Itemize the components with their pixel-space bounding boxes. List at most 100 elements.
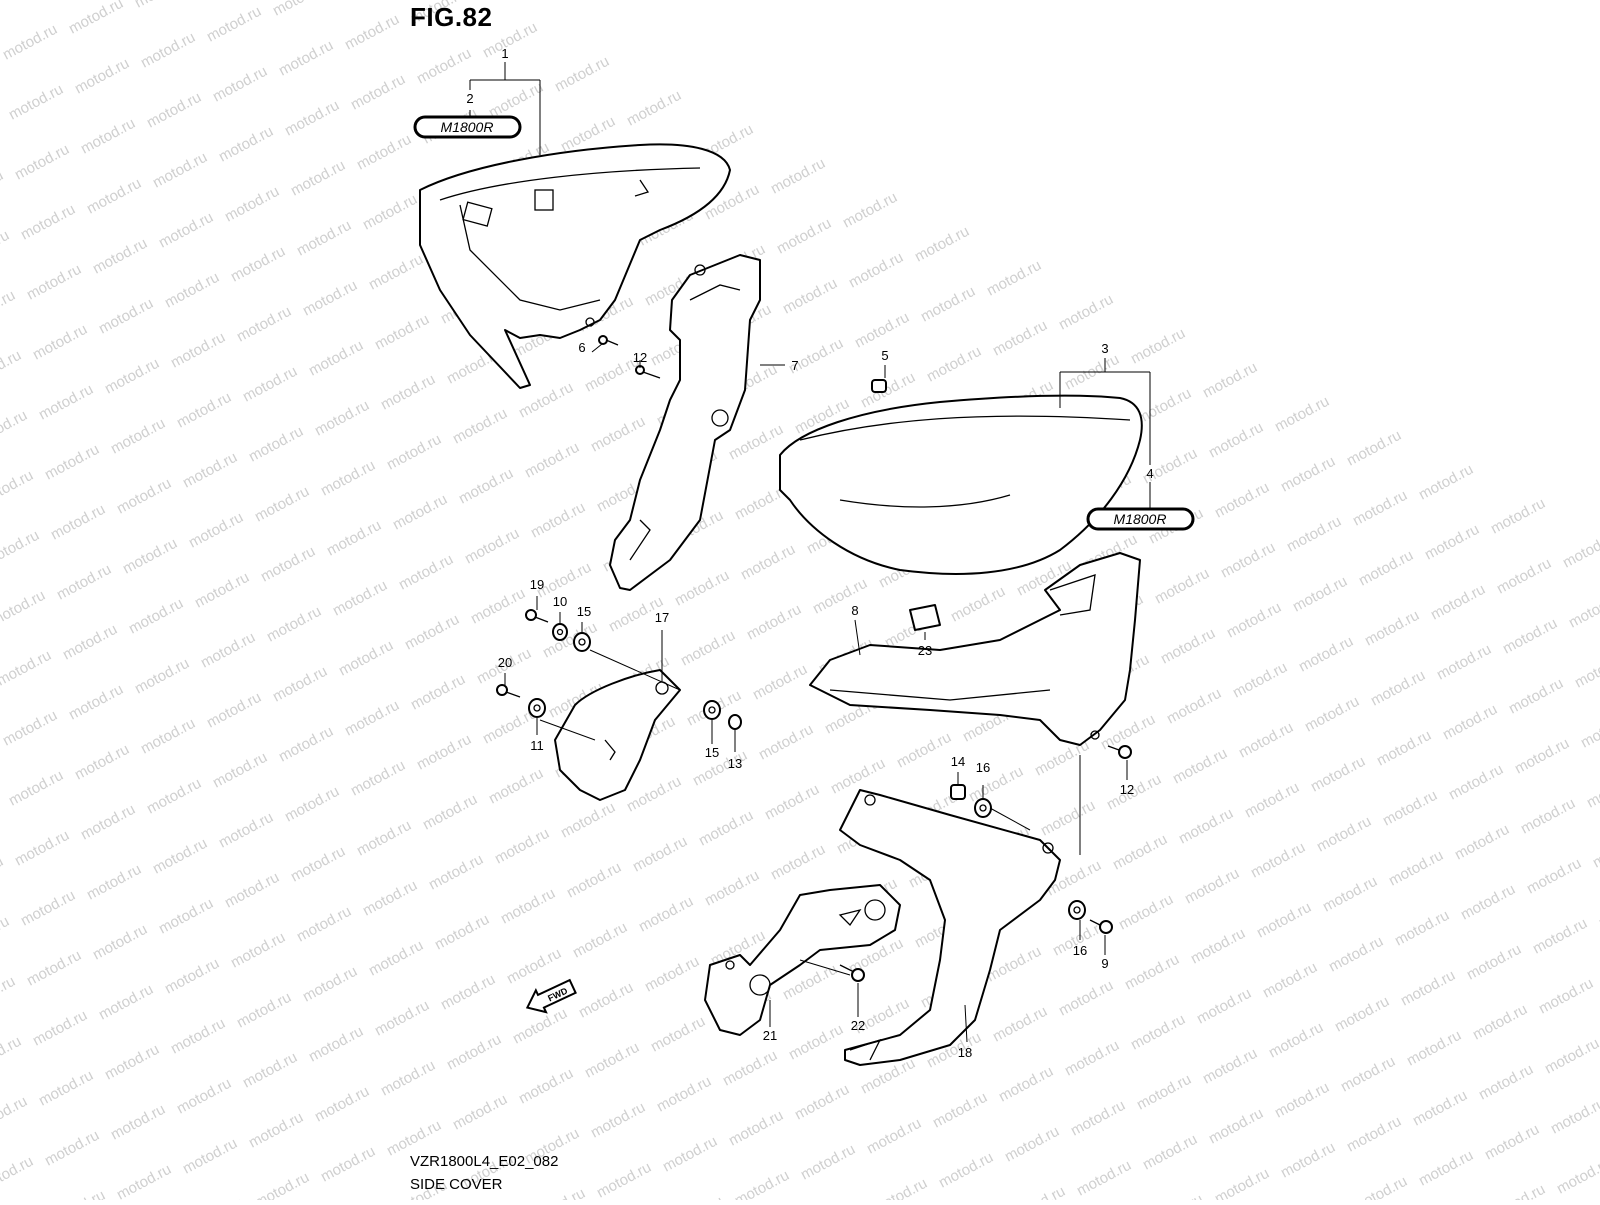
watermark-text: motod.ru <box>300 963 360 1006</box>
callout-14: 14 <box>951 754 965 769</box>
watermark-text: motod.ru <box>1488 495 1548 538</box>
watermark-text: motod.ru <box>1176 805 1236 848</box>
watermark-text: motod.ru <box>72 741 132 784</box>
watermark-text: motod.ru <box>1596 889 1600 932</box>
watermark-text: motod.ru <box>1392 907 1452 950</box>
watermark-text: motod.ru <box>990 317 1050 360</box>
watermark-text: motod.ru <box>1230 659 1290 702</box>
watermark-text: motod.ru <box>408 671 468 714</box>
watermark-text: motod.ru <box>768 841 828 884</box>
nut-5 <box>872 380 886 392</box>
watermark-text: motod.ru <box>450 1091 510 1134</box>
watermark-text: motod.ru <box>678 627 738 670</box>
watermark-text: motod.ru <box>1524 855 1584 898</box>
watermark-text: motod.ru <box>78 801 138 844</box>
watermark-text: motod.ru <box>222 869 282 912</box>
watermark-text: motod.ru <box>468 585 528 628</box>
watermark-text: motod.ru <box>1068 1097 1128 1140</box>
watermark-text: motod.ru <box>402 611 462 654</box>
watermark-text: motod.ru <box>246 423 306 466</box>
watermark-text: motod.ru <box>1470 1001 1530 1044</box>
watermark-text: motod.ru <box>1170 745 1230 788</box>
watermark-text: motod.ru <box>564 859 624 902</box>
watermark-text: motod.ru <box>318 1143 378 1186</box>
watermark-text: motod.ru <box>174 1075 234 1118</box>
watermark-text: motod.ru <box>114 1161 174 1200</box>
watermark-text: motod.ru <box>216 809 276 852</box>
watermark-text: motod.ru <box>636 893 696 936</box>
watermark-text: motod.ru <box>270 663 330 706</box>
watermark-text: motod.ru <box>1476 1061 1536 1104</box>
watermark-text: motod.ru <box>150 149 210 192</box>
watermark-text: motod.ru <box>204 689 264 732</box>
watermark-text: motod.ru <box>312 397 372 440</box>
bolt-19 <box>526 610 548 622</box>
watermark-text: motod.ru <box>0 287 18 330</box>
watermark-text: motod.ru <box>144 775 204 818</box>
grommet-16 <box>975 799 991 817</box>
watermark-text: motod.ru <box>504 945 564 988</box>
watermark-text: motod.ru <box>48 501 108 544</box>
part-23-pad <box>910 605 940 630</box>
watermark-text: motod.ru <box>0 227 12 270</box>
grommet-11 <box>529 699 545 717</box>
watermark-text: motod.ru <box>12 141 72 184</box>
watermark-text: motod.ru <box>366 937 426 980</box>
watermark-text: motod.ru <box>516 1065 576 1108</box>
callout-19: 19 <box>530 577 544 592</box>
watermark-text: motod.ru <box>1122 951 1182 994</box>
watermark-text: motod.ru <box>18 887 78 930</box>
watermark-text: motod.ru <box>0 467 36 510</box>
watermark-text: motod.ru <box>348 71 408 114</box>
watermark-text: motod.ru <box>438 971 498 1014</box>
watermark-text: motod.ru <box>144 89 204 132</box>
model-code: VZR1800L4_E02_082 <box>410 1153 558 1170</box>
watermark-text: motod.ru <box>228 929 288 972</box>
watermark-text: motod.ru <box>282 783 342 826</box>
watermark-text: motod.ru <box>42 1127 102 1170</box>
grommet-15 <box>574 633 590 651</box>
watermark-text: motod.ru <box>228 243 288 286</box>
watermark-text: motod.ru <box>342 11 402 54</box>
watermark-text: motod.ru <box>864 1115 924 1158</box>
watermark-text: motod.ru <box>324 517 384 560</box>
watermark-text: motod.ru <box>12 827 72 870</box>
watermark-text: motod.ru <box>1368 667 1428 710</box>
watermark-text: motod.ru <box>1218 539 1278 582</box>
watermark-text: motod.ru <box>36 381 96 424</box>
watermark-text: motod.ru <box>1344 427 1404 470</box>
callout-15-lower: 15 <box>705 745 719 760</box>
callout-12-lower: 12 <box>1120 782 1134 797</box>
watermark-text: motod.ru <box>258 543 318 586</box>
watermark-text: motod.ru <box>1320 873 1380 916</box>
watermark-text: motod.ru <box>1236 719 1296 762</box>
watermark-text: motod.ru <box>498 885 558 928</box>
watermark-text: motod.ru <box>648 1013 708 1056</box>
watermark-text: motod.ru <box>570 919 630 962</box>
watermark-text: motod.ru <box>1404 1027 1464 1070</box>
watermark-text: motod.ru <box>852 309 912 352</box>
watermark-text: motod.ru <box>96 295 156 338</box>
watermark-text: motod.ru <box>378 371 438 414</box>
callout-15-top: 15 <box>577 604 591 619</box>
watermark-text: motod.ru <box>30 321 90 364</box>
watermark-text: motod.ru <box>1350 487 1410 530</box>
watermark-text: motod.ru <box>372 997 432 1040</box>
watermark-text: motod.ru <box>6 81 66 124</box>
watermark-text: motod.ru <box>0 527 42 570</box>
watermark-text: motod.ru <box>1590 829 1600 872</box>
watermark-text: motod.ru <box>204 3 264 46</box>
watermark-text: motod.ru <box>246 1109 306 1152</box>
callout-12-top: 12 <box>633 350 647 365</box>
watermark-text: motod.ru <box>138 715 198 758</box>
watermark-text: motod.ru <box>1266 1019 1326 1062</box>
watermark-text: motod.ru <box>264 603 324 646</box>
watermark-text: motod.ru <box>828 755 888 798</box>
watermark-text: motod.ru <box>1380 787 1440 830</box>
watermark-text: motod.ru <box>1482 1121 1542 1164</box>
watermark-text: motod.ru <box>522 439 582 482</box>
watermark-text: motod.ru <box>528 499 588 542</box>
watermark-text: motod.ru <box>432 911 492 954</box>
watermark-text: motod.ru <box>0 167 6 210</box>
